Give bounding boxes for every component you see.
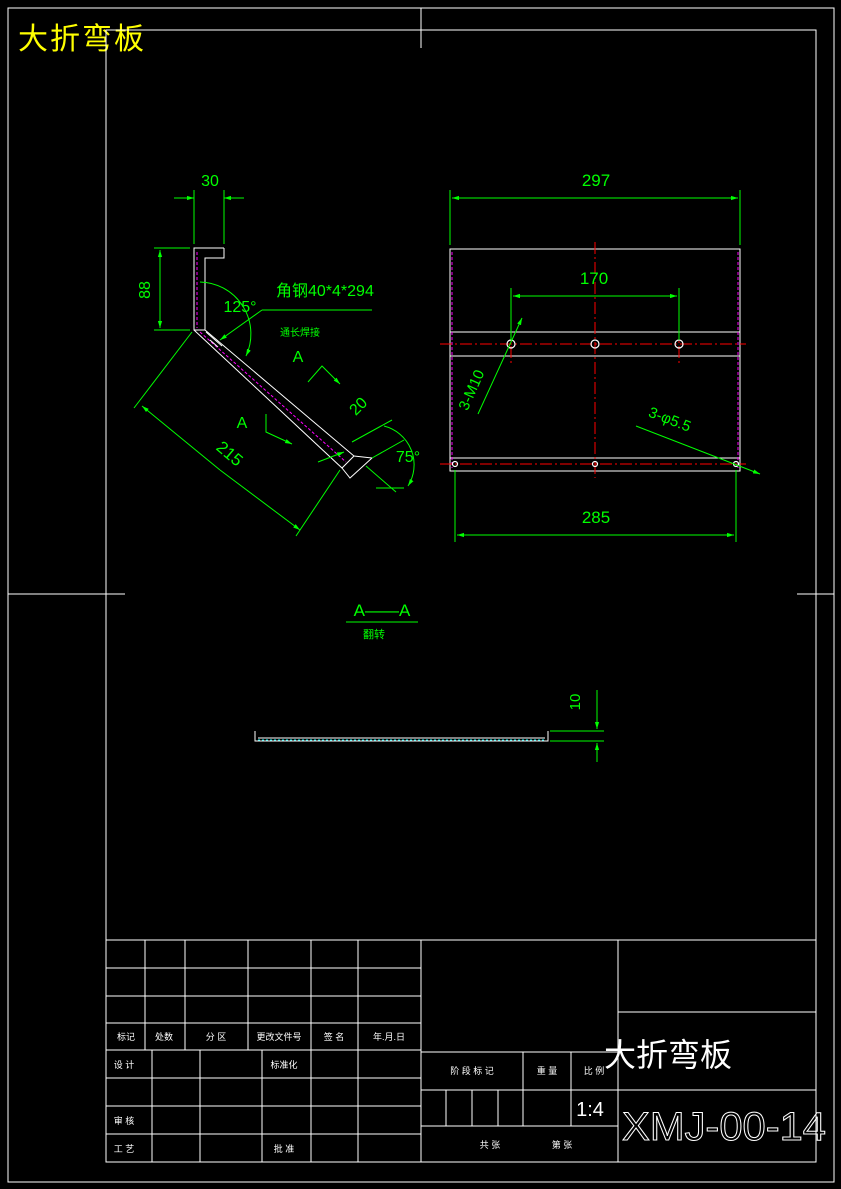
dim-297: 297 [582,171,610,190]
label-scale: 比 例 [584,1065,605,1076]
label-standardize: 标准化 [270,1059,297,1070]
section-a-upper: A [293,349,304,366]
header-doc: 更改文件号 [256,1031,301,1042]
front-view: 297 170 3-M10 3-φ5.5 285 [440,171,761,542]
dim-285: 285 [582,508,610,527]
angle-75: 75° [396,449,420,466]
dim-215: 215 [213,437,247,470]
label-design: 设 计 [114,1059,135,1070]
section-a-lower: A [237,415,248,432]
scale-value: 1:4 [576,1099,604,1121]
header-count: 处数 [155,1031,173,1042]
label-weight: 重 量 [537,1065,558,1076]
header-zone: 分 区 [206,1032,227,1042]
title-block-text: 标记 处数 分 区 更改文件号 签 名 年.月.日 设 计 标准化 审 核 工 … [114,1031,605,1154]
dim-30: 30 [201,173,219,190]
side-view: 30 88 125° 角钢40*4*294 通长焊接 A A [133,173,420,537]
label-stage-mark: 阶 段 标 记 [450,1065,494,1076]
dim-170: 170 [580,269,608,288]
holes-m10: 3-M10 [455,367,488,413]
section-subtitle: 翻转 [363,627,385,641]
header-mark: 标记 [117,1031,135,1042]
part-name: 大折弯板 [604,1037,732,1073]
header-date: 年.月.日 [373,1031,405,1042]
holes-55: 3-φ5.5 [646,404,693,436]
corner-title: 大折弯板 [18,22,146,57]
part-code: XMJ-00-14 [622,1105,826,1149]
label-approve: 批 准 [274,1143,295,1154]
dim-10: 10 [567,694,584,711]
section-view: A——A 翻转 10 [254,601,604,762]
section-title: A——A [354,601,411,620]
label-process: 工 艺 [114,1144,135,1154]
label-sheet-no: 第 张 [552,1139,573,1150]
title-block [105,939,817,1163]
dim-20: 20 [347,394,372,419]
header-sign: 签 名 [324,1031,345,1042]
material-label: 角钢40*4*294 [276,282,374,300]
weld-note: 通长焊接 [280,326,320,339]
angle-125: 125° [223,299,256,316]
label-sheet-total: 共 张 [480,1140,501,1150]
label-review: 审 核 [114,1115,135,1126]
dim-88: 88 [137,281,154,299]
